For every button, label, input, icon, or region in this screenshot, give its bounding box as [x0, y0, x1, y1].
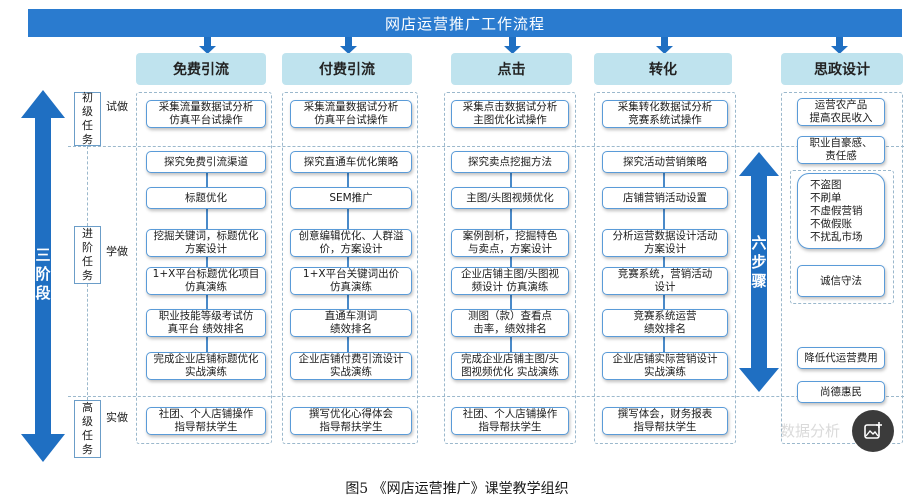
- figure-caption: 图5 《网店运营推广》课堂教学组织: [345, 481, 569, 497]
- task-box: 撰写体会，财务报表 指导帮扶学生: [602, 407, 728, 435]
- task-box: 主图/头图视频优化: [451, 187, 569, 209]
- task-box: 职业技能等级考试仿 真平台 绩效排名: [146, 309, 266, 337]
- column-header-ideology: 思政设计: [781, 53, 903, 85]
- ideology-box: 降低代运营费用: [797, 347, 885, 369]
- mode-practice: 实做: [106, 411, 128, 424]
- ideology-box: 不盗图 不刷单 不虚假营销 不做假账 不扰乱市场: [797, 173, 885, 249]
- task-box: 竞赛系统运营 绩效排名: [602, 309, 728, 337]
- flow-connector: [510, 166, 512, 366]
- ideology-box: 尚德惠民: [797, 381, 885, 403]
- task-box: 采集流量数据试分析 仿真平台试操作: [146, 100, 266, 128]
- column-frame: [781, 92, 903, 444]
- column-frame: [444, 92, 576, 444]
- task-box: 探究免费引流渠道: [146, 151, 266, 173]
- flow-connector: [347, 166, 349, 366]
- task-box: 店铺营销活动设置: [602, 187, 728, 209]
- flow-connector: [206, 166, 208, 366]
- banner-arrows: [199, 37, 848, 54]
- task-box: 创意编辑优化、人群溢 价，方案设计: [290, 229, 412, 257]
- task-box: 竞赛系统，营销活动 设计: [602, 267, 728, 295]
- column-frame: [594, 92, 736, 444]
- task-box: 分析运营数据设计活动 方案设计: [602, 229, 728, 257]
- task-box: 完成企业店铺标题优化 实战演练: [146, 352, 266, 380]
- stage-divider: [68, 146, 904, 147]
- ideology-group: [790, 170, 894, 304]
- task-box: 探究卖点挖掘方法: [451, 151, 569, 173]
- stage-beginner: 初 级 任 务: [74, 91, 101, 146]
- column-header-paid-traffic: 付费引流: [282, 53, 412, 85]
- six-step-label: 六 步 骤: [751, 234, 767, 290]
- mode-learn: 学做: [106, 245, 128, 258]
- arrow-down-icon: [831, 37, 848, 54]
- stage-divider: [68, 396, 904, 397]
- task-box: 企业店铺实际营销设计 实战演练: [602, 352, 728, 380]
- add-image-button[interactable]: [852, 410, 894, 452]
- column-frame: [136, 92, 272, 444]
- three-stage-label: 三 阶 段: [35, 246, 51, 302]
- task-box: 探究活动营销策略: [602, 151, 728, 173]
- task-box: 直通车测词 绩效排名: [290, 309, 412, 337]
- task-box: 1+X平台关键词出价 仿真演练: [290, 267, 412, 295]
- ideology-box: 诚信守法: [797, 265, 885, 297]
- three-stage-arrow: [21, 90, 65, 462]
- task-box: 企业店铺付费引流设计 实战演练: [290, 352, 412, 380]
- task-box: 企业店铺主图/头图视 频设计 仿真演练: [451, 267, 569, 295]
- arrow-down-icon: [199, 37, 216, 54]
- task-box: 案例剖析，挖掘特色 与卖点，方案设计: [451, 229, 569, 257]
- task-box: 标题优化: [146, 187, 266, 209]
- task-box: 挖掘关键词，标题优化 方案设计: [146, 229, 266, 257]
- task-box: 社团、个人店铺操作 指导帮扶学生: [146, 407, 266, 435]
- column-header-conversion: 转化: [594, 53, 732, 85]
- task-box: 采集点击数据试分析 主图优化试操作: [451, 100, 569, 128]
- stage-advanced: 进 阶 任 务: [74, 226, 101, 284]
- task-box: 采集流量数据试分析 仿真平台试操作: [290, 100, 412, 128]
- task-box: 采集转化数据试分析 竞赛系统试操作: [602, 100, 728, 128]
- arrow-down-icon: [504, 37, 521, 54]
- arrow-down-icon: [340, 37, 357, 54]
- task-box: 撰写优化心得体会 指导帮扶学生: [290, 407, 412, 435]
- column-frame: [282, 92, 418, 444]
- watermark: 数据分析: [780, 422, 841, 440]
- stage-connector: [87, 146, 88, 226]
- task-box: 社团、个人店铺操作 指导帮扶学生: [451, 407, 569, 435]
- flow-connector: [663, 166, 665, 366]
- column-header-free-traffic: 免费引流: [136, 53, 266, 85]
- ideology-box: 运营农产品 提高农民收入: [797, 98, 885, 126]
- task-box: 完成企业店铺主图/头 图视频优化 实战演练: [451, 352, 569, 380]
- stage-expert: 高 级 任 务: [74, 400, 101, 458]
- add-image-icon: [864, 422, 882, 439]
- mode-try: 试做: [106, 100, 128, 113]
- column-header-click: 点击: [451, 53, 572, 85]
- ideology-box: 职业自豪感、 责任感: [797, 136, 885, 164]
- arrow-down-icon: [656, 37, 673, 54]
- task-box: 测图（款）查看点 击率，绩效排名: [451, 309, 569, 337]
- six-step-arrow: [739, 152, 779, 392]
- stage-connector: [87, 284, 88, 400]
- task-box: SEM推广: [290, 187, 412, 209]
- task-box: 探究直通车优化策略: [290, 151, 412, 173]
- title-banner: 网店运营推广工作流程: [28, 9, 902, 37]
- task-box: 1+X平台标题优化项目 仿真演练: [146, 267, 266, 295]
